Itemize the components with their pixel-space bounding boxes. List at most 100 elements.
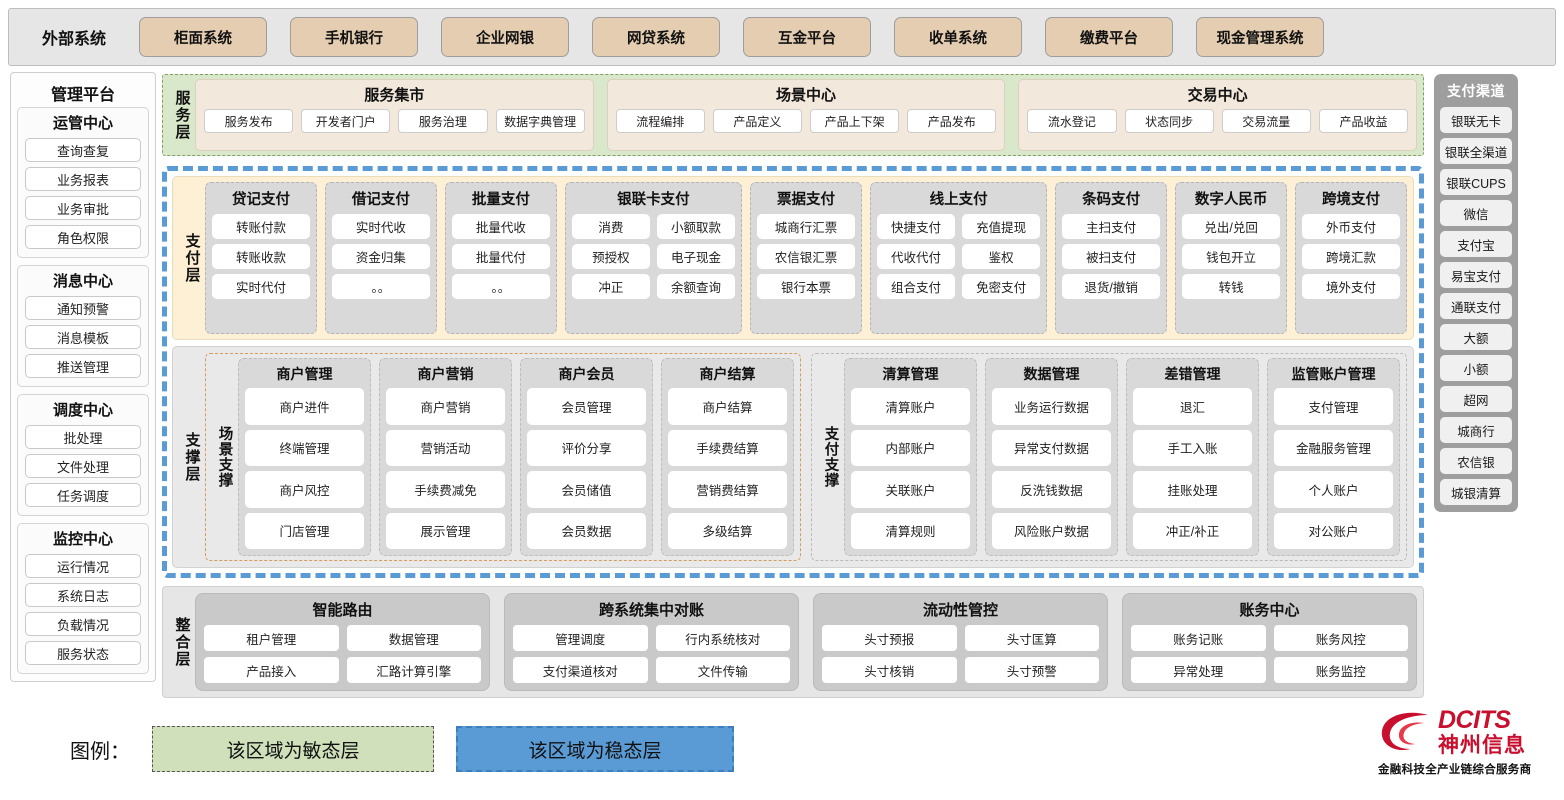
service-item[interactable]: 产品上下架 [810, 109, 900, 133]
payment-item[interactable]: 转账付款 [212, 214, 310, 239]
support-item[interactable]: 评价分享 [527, 429, 646, 466]
payment-item[interactable]: 。。 [331, 274, 430, 299]
payment-item[interactable]: 退货/撤销 [1062, 274, 1161, 299]
sidebar-item[interactable]: 业务审批 [25, 196, 141, 220]
sidebar-item[interactable]: 任务调度 [25, 483, 141, 507]
service-item[interactable]: 流程编排 [615, 109, 705, 133]
payment-item[interactable]: 电子现金 [656, 244, 736, 269]
payment-channel-item[interactable]: 通联支付 [1440, 293, 1512, 319]
service-item[interactable]: 状态同步 [1124, 109, 1214, 133]
support-item[interactable]: 关联账户 [851, 471, 970, 508]
integration-item[interactable]: 账务记账 [1131, 625, 1266, 651]
support-item[interactable]: 营销活动 [386, 429, 505, 466]
support-item[interactable]: 会员管理 [527, 388, 646, 425]
payment-item[interactable]: 充值提现 [962, 214, 1041, 239]
sidebar-item[interactable]: 消息模板 [25, 325, 141, 349]
support-item[interactable]: 风险账户数据 [992, 512, 1111, 549]
payment-channel-item[interactable]: 银联CUPS [1440, 169, 1512, 195]
external-system-chip[interactable]: 手机银行 [290, 17, 418, 57]
payment-item[interactable]: 代收代付 [876, 244, 956, 269]
support-item[interactable]: 门店管理 [245, 512, 364, 549]
integration-item[interactable]: 行内系统核对 [655, 625, 790, 651]
sidebar-item[interactable]: 负载情况 [25, 612, 141, 636]
payment-item[interactable]: 免密支付 [962, 274, 1041, 299]
support-item[interactable]: 挂账处理 [1133, 471, 1252, 508]
payment-item[interactable]: 转钱 [1182, 274, 1281, 299]
support-item[interactable]: 业务运行数据 [992, 388, 1111, 425]
support-item[interactable]: 终端管理 [245, 429, 364, 466]
support-item[interactable]: 反洗钱数据 [992, 471, 1111, 508]
payment-item[interactable]: 鉴权 [962, 244, 1041, 269]
sidebar-item[interactable]: 角色权限 [25, 225, 141, 249]
payment-channel-item[interactable]: 微信 [1440, 200, 1512, 226]
support-item[interactable]: 手续费减免 [386, 471, 505, 508]
sidebar-item[interactable]: 查询查复 [25, 138, 141, 162]
service-item[interactable]: 服务治理 [398, 109, 488, 133]
payment-channel-item[interactable]: 小额 [1440, 355, 1512, 381]
payment-item[interactable]: 城商行汇票 [757, 214, 855, 239]
payment-item[interactable]: 钱包开立 [1182, 244, 1281, 269]
support-item[interactable]: 清算账户 [851, 388, 970, 425]
payment-item[interactable]: 批量代付 [451, 244, 550, 269]
support-item[interactable]: 会员储值 [527, 471, 646, 508]
payment-item[interactable]: 资金归集 [331, 244, 430, 269]
payment-channel-item[interactable]: 超网 [1440, 386, 1512, 412]
integration-item[interactable]: 产品接入 [204, 657, 339, 683]
support-item[interactable]: 商户风控 [245, 471, 364, 508]
payment-item[interactable]: 消费 [571, 214, 650, 239]
support-item[interactable]: 对公账户 [1274, 512, 1393, 549]
sidebar-item[interactable]: 服务状态 [25, 641, 141, 665]
service-item[interactable]: 服务发布 [204, 109, 294, 133]
payment-item[interactable]: 外币支付 [1302, 214, 1400, 239]
payment-item[interactable]: 快捷支付 [876, 214, 956, 239]
payment-item[interactable]: 小额取款 [656, 214, 736, 239]
support-item[interactable]: 个人账户 [1274, 471, 1393, 508]
payment-item[interactable]: 实时代收 [331, 214, 430, 239]
sidebar-item[interactable]: 业务报表 [25, 167, 141, 191]
service-item[interactable]: 流水登记 [1027, 109, 1117, 133]
service-item[interactable]: 产品发布 [907, 109, 997, 133]
payment-item[interactable]: 农信银汇票 [757, 244, 855, 269]
support-item[interactable]: 异常支付数据 [992, 429, 1111, 466]
payment-channel-item[interactable]: 支付宝 [1440, 231, 1512, 257]
support-item[interactable]: 清算规则 [851, 512, 970, 549]
external-system-chip[interactable]: 柜面系统 [139, 17, 267, 57]
support-item[interactable]: 多级结算 [668, 512, 787, 549]
integration-item[interactable]: 管理调度 [513, 625, 648, 651]
support-item[interactable]: 商户营销 [386, 388, 505, 425]
integration-item[interactable]: 异常处理 [1131, 657, 1266, 683]
payment-item[interactable]: 被扫支付 [1062, 244, 1161, 269]
support-item[interactable]: 冲正/补正 [1133, 512, 1252, 549]
support-item[interactable]: 商户结算 [668, 388, 787, 425]
payment-channel-item[interactable]: 银联无卡 [1440, 107, 1512, 133]
payment-channel-item[interactable]: 农信银 [1440, 448, 1512, 474]
support-item[interactable]: 会员数据 [527, 512, 646, 549]
payment-item[interactable]: 批量代收 [451, 214, 550, 239]
payment-item[interactable]: 银行本票 [757, 274, 855, 299]
integration-item[interactable]: 账务风控 [1273, 625, 1408, 651]
payment-item[interactable]: 。。 [451, 274, 550, 299]
external-system-chip[interactable]: 收单系统 [894, 17, 1022, 57]
sidebar-item[interactable]: 推送管理 [25, 354, 141, 378]
sidebar-item[interactable]: 系统日志 [25, 583, 141, 607]
payment-channel-item[interactable]: 银联全渠道 [1440, 138, 1512, 164]
support-item[interactable]: 商户进件 [245, 388, 364, 425]
payment-item[interactable]: 冲正 [571, 274, 650, 299]
payment-item[interactable]: 实时代付 [212, 274, 310, 299]
external-system-chip[interactable]: 缴费平台 [1045, 17, 1173, 57]
integration-item[interactable]: 头寸预报 [822, 625, 957, 651]
payment-item[interactable]: 兑出/兑回 [1182, 214, 1281, 239]
external-system-chip[interactable]: 网贷系统 [592, 17, 720, 57]
service-item[interactable]: 开发者门户 [301, 109, 391, 133]
payment-item[interactable]: 组合支付 [876, 274, 956, 299]
external-system-chip[interactable]: 现金管理系统 [1196, 17, 1324, 57]
payment-item[interactable]: 转账收款 [212, 244, 310, 269]
payment-channel-item[interactable]: 城商行 [1440, 417, 1512, 443]
service-item[interactable]: 产品收益 [1318, 109, 1409, 133]
integration-item[interactable]: 租户管理 [204, 625, 339, 651]
integration-item[interactable]: 头寸匡算 [964, 625, 1099, 651]
service-item[interactable]: 数据字典管理 [495, 109, 585, 133]
payment-item[interactable]: 跨境汇款 [1302, 244, 1400, 269]
external-system-chip[interactable]: 企业网银 [441, 17, 569, 57]
sidebar-item[interactable]: 通知预警 [25, 296, 141, 320]
